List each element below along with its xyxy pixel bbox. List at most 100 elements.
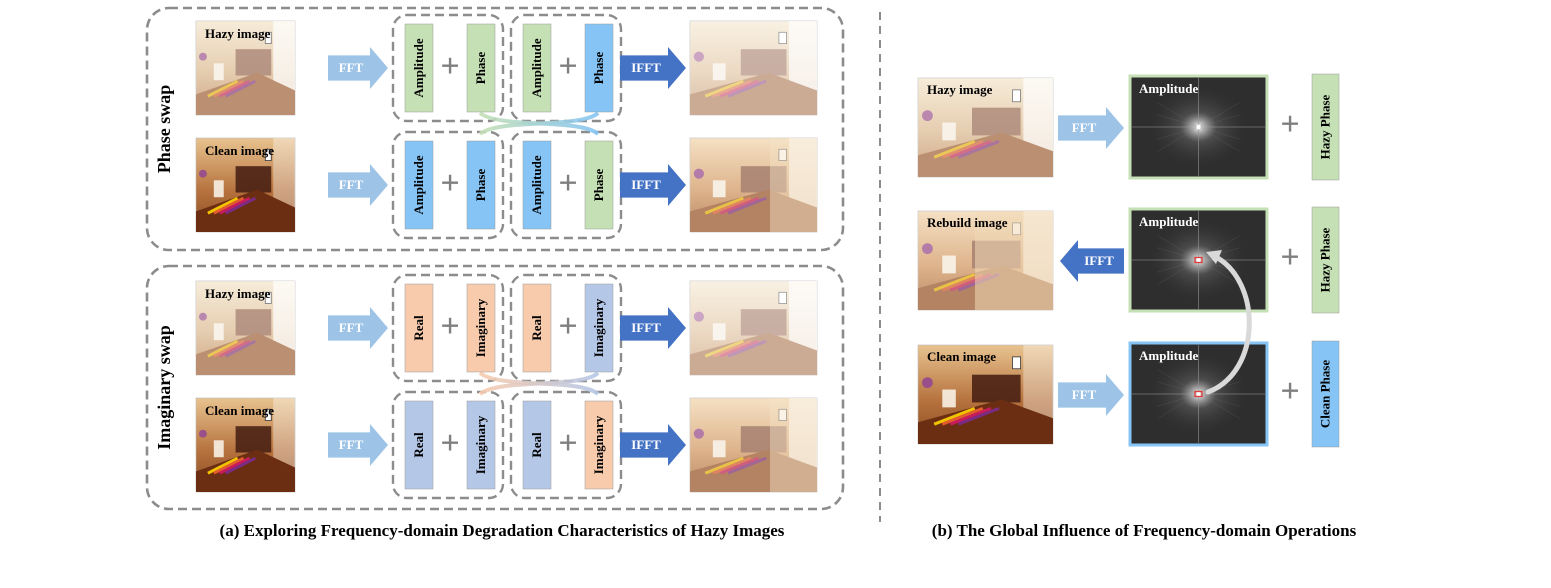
room-placemat-stripe bbox=[207, 196, 239, 215]
room-placemat-stripe bbox=[213, 196, 245, 215]
room-frame bbox=[1012, 89, 1022, 103]
room-haze bbox=[690, 281, 817, 375]
amplitude-spectrum bbox=[1128, 207, 1269, 313]
component-box-label: Real bbox=[411, 432, 426, 458]
ifft-arrow bbox=[620, 164, 686, 206]
ifft-arrow bbox=[620, 424, 686, 466]
room-table bbox=[918, 132, 1053, 177]
room-flowers bbox=[693, 311, 704, 322]
input-image-hazy bbox=[195, 280, 296, 376]
room-placemat-stripe bbox=[949, 139, 992, 159]
room-placemat-stripe bbox=[719, 339, 760, 358]
arrow-shape bbox=[1060, 240, 1124, 282]
component-box-label: Imaginary bbox=[473, 415, 488, 474]
room-placemat-stripe bbox=[712, 456, 752, 475]
phase-swap-frame bbox=[145, 6, 845, 252]
room-placemat-stripe bbox=[727, 196, 767, 215]
panel-b-image-hazy bbox=[917, 77, 1054, 178]
room-placemat-stripe bbox=[704, 79, 744, 98]
spectrum-marker bbox=[1194, 256, 1203, 264]
room-flowers bbox=[922, 243, 933, 255]
room-chair bbox=[213, 440, 224, 458]
room-placemat-stripe bbox=[213, 456, 245, 475]
room-placemat-stripe bbox=[712, 79, 752, 98]
room-haze bbox=[690, 138, 817, 232]
transfer-arrow bbox=[1205, 253, 1252, 395]
room-placemat-stripe bbox=[704, 456, 744, 475]
room-table bbox=[690, 72, 817, 115]
room-frame bbox=[264, 148, 272, 161]
room-flowers bbox=[922, 377, 933, 389]
fft-arrow bbox=[328, 164, 388, 206]
room-table bbox=[196, 189, 295, 232]
component-box-label: Amplitude bbox=[411, 155, 426, 214]
room-placemat-stripe bbox=[719, 79, 760, 98]
arrow-label: IFFT bbox=[631, 60, 661, 75]
spectrum-dc bbox=[1196, 257, 1201, 263]
arrow-label: FFT bbox=[339, 60, 364, 75]
room-chair bbox=[213, 323, 224, 341]
component-box-label: Imaginary bbox=[591, 298, 606, 357]
room-placemat-stripe bbox=[213, 339, 245, 358]
spectrum-marker bbox=[1194, 390, 1203, 398]
room-placemat-stripe bbox=[933, 272, 976, 292]
room-table bbox=[690, 189, 817, 232]
image-label: Rebuild image bbox=[927, 215, 1008, 230]
component-box-label: Phase bbox=[591, 169, 606, 202]
room-chair bbox=[942, 122, 956, 141]
component-box-label: Phase bbox=[591, 52, 606, 85]
plus-sign: + bbox=[440, 308, 459, 345]
arrow-label: FFT bbox=[339, 437, 364, 452]
room-cabinet bbox=[235, 166, 272, 193]
room-frame bbox=[778, 408, 787, 421]
room-chair bbox=[712, 440, 726, 458]
plus-sign: + bbox=[558, 165, 577, 202]
input-image-clean bbox=[195, 137, 296, 233]
component-box bbox=[522, 23, 552, 113]
arrow-shape bbox=[1058, 374, 1124, 416]
arrow-shape bbox=[328, 47, 388, 89]
component-box bbox=[404, 283, 434, 373]
room-window bbox=[273, 398, 295, 478]
component-box bbox=[522, 140, 552, 230]
room-flowers bbox=[922, 110, 933, 122]
room-placemat-stripe bbox=[941, 139, 984, 159]
component-box bbox=[522, 283, 552, 373]
room-cabinet bbox=[972, 107, 1021, 136]
component-box bbox=[584, 400, 614, 490]
room-table bbox=[196, 332, 295, 375]
rebuild-artifact bbox=[975, 211, 1053, 310]
arrow-label: FFT bbox=[339, 177, 364, 192]
arrow-label: IFFT bbox=[1084, 253, 1114, 268]
room-flowers bbox=[198, 169, 207, 178]
room-placemat-stripe bbox=[225, 456, 257, 475]
component-box bbox=[466, 400, 496, 490]
phase-box-label: Clean Phase bbox=[1317, 360, 1332, 428]
arrow-shape bbox=[620, 164, 686, 206]
plus-sign: + bbox=[1280, 106, 1299, 143]
room-chair bbox=[712, 323, 726, 341]
room-placemat-stripe bbox=[219, 456, 251, 475]
room-placemat-stripe bbox=[213, 79, 245, 98]
room-placemat-stripe bbox=[941, 406, 984, 426]
plus-sign: + bbox=[440, 425, 459, 462]
arrow-shape bbox=[328, 307, 388, 349]
component-box bbox=[522, 400, 552, 490]
room-cabinet bbox=[235, 426, 272, 453]
ifft-arrow bbox=[1060, 240, 1124, 282]
arrow-label: FFT bbox=[339, 320, 364, 335]
arrow-label: FFT bbox=[1072, 120, 1097, 135]
plus-sign: + bbox=[440, 165, 459, 202]
room-placemat-stripe bbox=[704, 196, 744, 215]
room-flowers bbox=[693, 168, 704, 179]
swap-connector bbox=[478, 111, 600, 136]
fft-arrow bbox=[328, 47, 388, 89]
output-image bbox=[689, 280, 818, 376]
transfer-arrow-head bbox=[1206, 250, 1222, 264]
component-box bbox=[584, 140, 614, 230]
plus-sign: + bbox=[1280, 239, 1299, 276]
room-frame bbox=[778, 31, 787, 44]
room-cabinet bbox=[740, 309, 787, 336]
room-placemat-stripe bbox=[727, 79, 767, 98]
room-frame bbox=[1012, 356, 1022, 370]
